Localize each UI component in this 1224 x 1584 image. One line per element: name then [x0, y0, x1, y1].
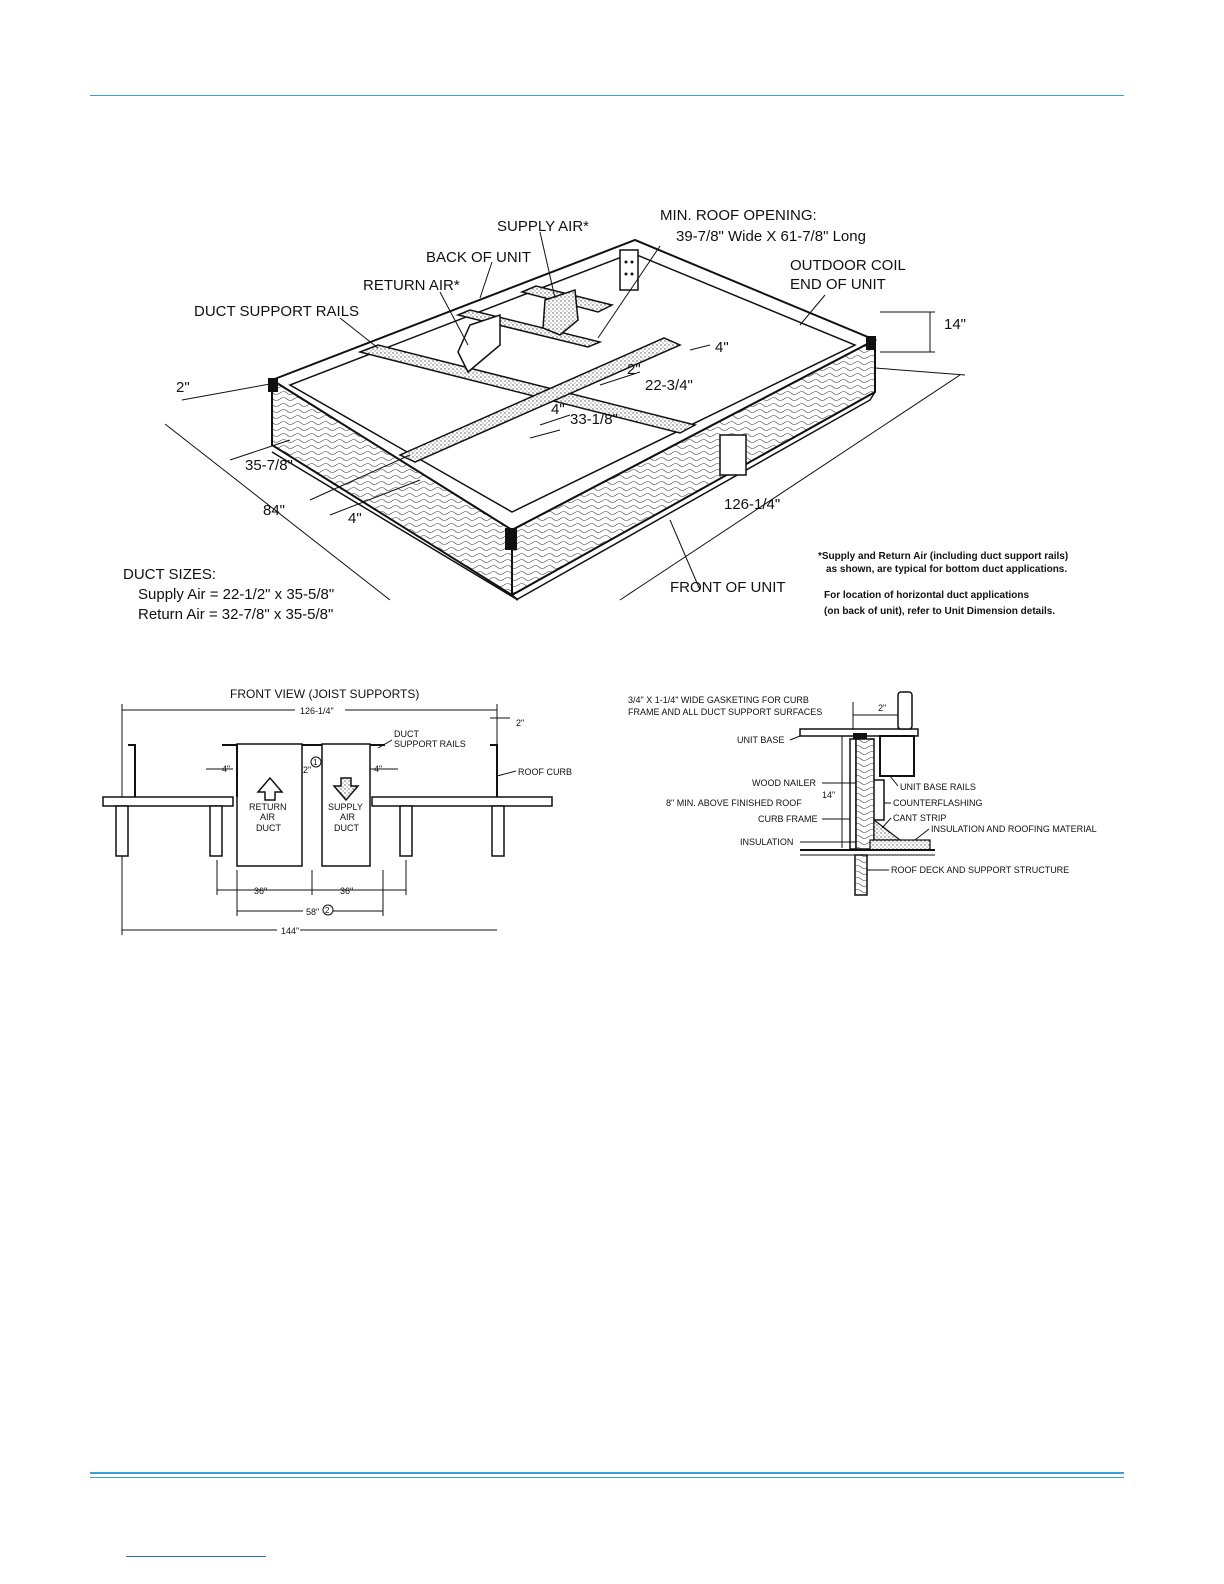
insulation-label: INSULATION	[740, 837, 793, 847]
min-roof-opening-value: 39-7/8" Wide X 61-7/8" Long	[676, 228, 866, 245]
fv-dim-2-mid: 2"	[303, 765, 311, 775]
dim-4-c: 4"	[348, 510, 362, 527]
supply-air-duct-3: DUCT	[334, 823, 359, 833]
isometric-curb-drawing: SUPPLY AIR* MIN. ROOF OPENING: 39-7/8" W…	[123, 207, 1068, 623]
dim-2-a: 2"	[176, 379, 190, 396]
dim-126-1-4: 126-1/4"	[724, 496, 780, 513]
front-view-drawing: FRONT VIEW (JOIST SUPPORTS) 126-1/4" 2"	[102, 687, 572, 936]
cant-strip-label: CANT STRIP	[893, 813, 946, 823]
dim-4-b: 4"	[551, 401, 565, 418]
section-dim-2: 2"	[878, 703, 886, 713]
dim-35-7-8: 35-7/8"	[245, 457, 293, 474]
fv-dim-4-left: 4"	[222, 764, 230, 774]
fv-dim-36-left: 36"	[254, 886, 267, 896]
min-above-roof-label: 8" MIN. ABOVE FINISHED ROOF	[666, 798, 802, 808]
fv-dim-2: 2"	[516, 718, 524, 728]
roof-curb-label: ROOF CURB	[518, 767, 572, 777]
unit-base-label: UNIT BASE	[737, 735, 784, 745]
return-air-duct-1: RETURN	[249, 802, 287, 812]
return-air-size: Return Air = 32-7/8" x 35-5/8"	[138, 606, 333, 623]
header-rule	[90, 95, 1124, 96]
unit-base-rails-label: UNIT BASE RAILS	[900, 782, 976, 792]
return-air-duct-3: DUCT	[256, 823, 281, 833]
roof-deck-label: ROOF DECK AND SUPPORT STRUCTURE	[891, 865, 1069, 875]
outdoor-coil-end-label: END OF UNIT	[790, 276, 886, 293]
circle-note-1: 1	[313, 758, 318, 767]
duct-support-rails-label: DUCT SUPPORT RAILS	[194, 303, 359, 320]
note-line-3: For location of horizontal duct applicat…	[824, 590, 1029, 601]
outdoor-coil-label: OUTDOOR COIL	[790, 257, 906, 274]
footer-link-underline[interactable]	[126, 1556, 266, 1557]
counterflashing-label: COUNTERFLASHING	[893, 798, 983, 808]
duct-support-label-2: SUPPORT RAILS	[394, 739, 466, 749]
front-view-title: FRONT VIEW (JOIST SUPPORTS)	[230, 687, 419, 701]
duct-sizes-title: DUCT SIZES:	[123, 566, 216, 583]
gasket-label-2: FRAME AND ALL DUCT SUPPORT SURFACES	[628, 707, 822, 717]
return-air-label: RETURN AIR*	[363, 277, 460, 294]
wood-nailer-label: WOOD NAILER	[752, 778, 817, 788]
supply-air-duct-1: SUPPLY	[328, 802, 363, 812]
dim-2-b: 2"	[627, 361, 641, 378]
dim-4-a: 4"	[715, 339, 729, 356]
supply-air-label: SUPPLY AIR*	[497, 218, 589, 235]
circle-note-2: 2	[325, 906, 330, 915]
fv-dim-144: 144"	[281, 926, 299, 936]
note-line-4: (on back of unit), refer to Unit Dimensi…	[824, 606, 1055, 617]
fv-dim-4-right: 4"	[374, 764, 382, 774]
footer-rule-thin	[90, 1477, 1124, 1478]
curb-frame-label: CURB FRAME	[758, 814, 818, 824]
dim-84: 84"	[263, 502, 285, 519]
duct-support-label-1: DUCT	[394, 729, 419, 739]
dim-22-3-4: 22-3/4"	[645, 377, 693, 394]
return-air-duct-2: AIR	[260, 812, 276, 822]
dim-14: 14"	[944, 316, 966, 333]
fv-dim-58: 58"	[306, 907, 319, 917]
note-line-2: as shown, are typical for bottom duct ap…	[826, 564, 1067, 575]
dim-33-1-8: 33-1/8"	[570, 411, 618, 428]
section-dim-14: 14"	[822, 790, 835, 800]
curb-section-drawing: 3/4" X 1-1/4" WIDE GASKETING FOR CURB FR…	[628, 691, 1097, 896]
footer-rule-thick	[90, 1472, 1124, 1474]
min-roof-opening-title: MIN. ROOF OPENING:	[660, 207, 817, 224]
supply-air-size: Supply Air = 22-1/2" x 35-5/8"	[138, 586, 334, 603]
back-of-unit-label: BACK OF UNIT	[426, 249, 531, 266]
note-line-1: *Supply and Return Air (including duct s…	[818, 551, 1068, 562]
supply-air-duct-2: AIR	[340, 812, 356, 822]
gasket-label-1: 3/4" X 1-1/4" WIDE GASKETING FOR CURB	[628, 695, 809, 705]
insulation-roofing-label: INSULATION AND ROOFING MATERIAL	[931, 824, 1097, 834]
fv-dim-36-right: 36"	[340, 886, 353, 896]
front-of-unit-label: FRONT OF UNIT	[670, 579, 786, 596]
fv-dim-126-1-4: 126-1/4"	[300, 706, 334, 716]
